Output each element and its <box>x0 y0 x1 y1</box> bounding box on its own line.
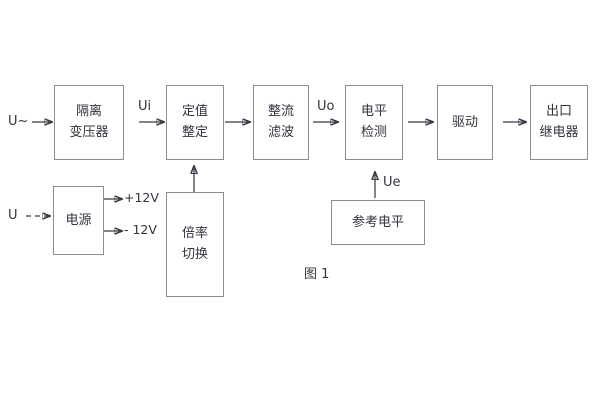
block-level-detect-line2: 检测 <box>360 125 387 140</box>
block-output-relay-line1: 出口 <box>545 104 572 120</box>
block-multiplier-switch-line2: 切换 <box>181 247 208 262</box>
block-isolation-transformer-line1: 隔离 <box>75 104 102 120</box>
label-input-dc: U <box>8 209 18 222</box>
label-ue: Ue <box>383 176 401 189</box>
label-positive-12v: +12V <box>124 190 159 205</box>
block-level-detect-line1: 电平 <box>360 104 387 120</box>
block-power-supply: 电源 <box>53 186 104 255</box>
label-ui: Ui <box>138 100 151 113</box>
block-setting-adjust-line1: 定值 <box>181 104 208 120</box>
label-ui-text: Ui <box>138 99 152 114</box>
block-level-detect: 电平 检测 <box>345 85 403 160</box>
block-rectify-filter-line1: 整流 <box>267 104 294 120</box>
label-input-ac-text: U~ <box>8 114 29 129</box>
block-output-relay: 出口 继电器 <box>530 85 588 160</box>
block-reference-level-line1: 参考电平 <box>351 214 404 230</box>
block-rectify-filter: 整流 滤波 <box>253 85 309 160</box>
block-setting-adjust-line2: 整定 <box>181 125 208 140</box>
figure-caption-text: 图 1 <box>304 267 330 282</box>
block-drive-line1: 驱动 <box>451 114 478 130</box>
label-negative-12v-text: - 12V <box>124 222 157 237</box>
block-multiplier-switch-line1: 倍率 <box>181 226 208 242</box>
block-rectify-filter-line2: 滤波 <box>267 125 294 140</box>
label-ue-text: Ue <box>383 175 401 190</box>
label-input-ac: U~ <box>8 115 28 128</box>
block-isolation-transformer-line2: 变压器 <box>69 125 109 140</box>
figure-caption: 图 1 <box>304 263 329 282</box>
block-isolation-transformer: 隔离 变压器 <box>54 85 124 160</box>
block-drive: 驱动 <box>437 85 493 160</box>
block-output-relay-line2: 继电器 <box>539 125 579 140</box>
label-positive-12v-text: +12V <box>124 190 159 205</box>
label-negative-12v: - 12V <box>124 222 157 237</box>
block-multiplier-switch: 倍率 切换 <box>166 192 224 297</box>
label-uo-text: Uo <box>317 99 335 114</box>
block-setting-adjust: 定值 整定 <box>166 85 224 160</box>
label-input-dc-text: U <box>8 208 18 223</box>
block-power-supply-line1: 电源 <box>65 212 92 228</box>
label-uo: Uo <box>317 100 334 113</box>
block-reference-level: 参考电平 <box>331 200 425 245</box>
